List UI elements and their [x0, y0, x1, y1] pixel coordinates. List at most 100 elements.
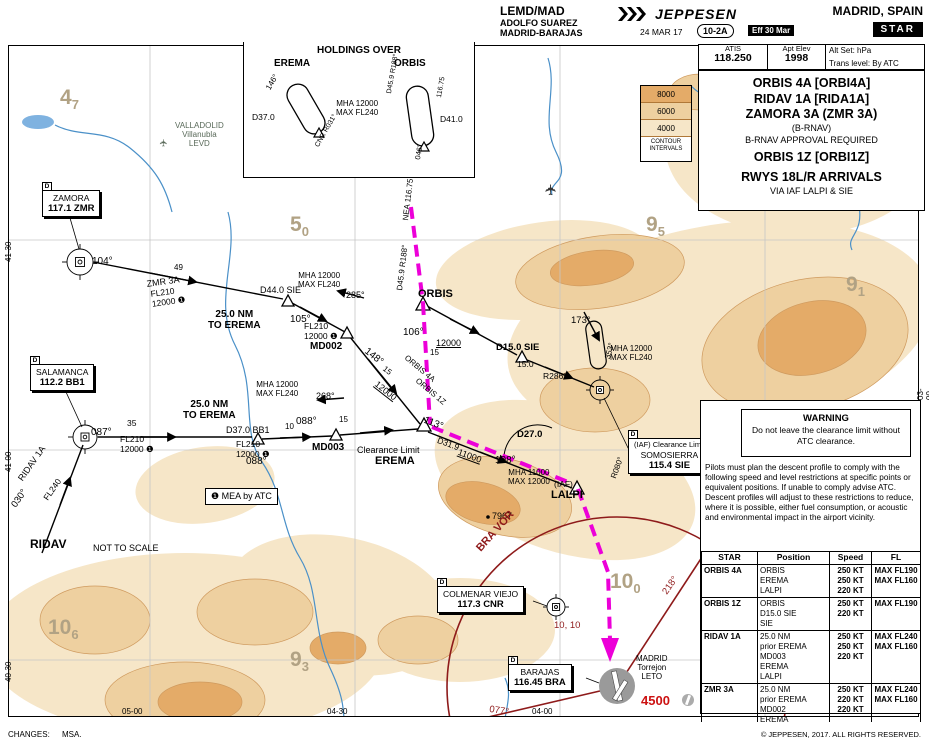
bearing-173: 173° — [571, 315, 591, 326]
chart-index: 10-2A — [697, 24, 734, 38]
note-not-to-scale: NOT TO SCALE — [93, 543, 159, 553]
airport-icao: LEMD/MAD — [500, 4, 565, 18]
grid-mora: 106 — [48, 616, 79, 643]
table-header-row: STAR Position Speed FL — [701, 551, 921, 565]
bearing-087: 087° — [91, 427, 112, 438]
effective-date-badge: Eff 30 Mar — [748, 25, 795, 36]
bearing-105: 105° — [290, 314, 311, 325]
distance-10: 10 — [285, 422, 294, 431]
holding-patterns — [286, 83, 435, 152]
col-fl: FL — [871, 551, 921, 565]
vor-zamora — [62, 244, 98, 280]
airport-info-bar: ATIS 118.250 Apt Elev 1998 Alt Set: hPa … — [698, 44, 925, 70]
mha-d44: MHA 12000 MAX FL240 — [298, 271, 341, 289]
fix-d44-sie: D44.0 SIE — [260, 285, 302, 295]
star-positions: ORBIS D15.0 SIE SIE — [757, 597, 830, 631]
star-positions: ORBIS EREMA LALPI — [757, 564, 830, 598]
bearing-268: 268° — [316, 391, 335, 401]
airport-torrejon-symbol — [682, 694, 694, 706]
changes-value: MSA. — [62, 730, 82, 739]
copyright: © JEPPESEN, 2017. ALL RIGHTS RESERVED. — [760, 730, 921, 739]
col-position: Position — [757, 551, 830, 565]
distance-15-b: 15 — [339, 415, 348, 424]
grid-mora: 95 — [646, 213, 665, 240]
radial-286: R286° — [543, 371, 567, 381]
holdings-box: HOLDINGS OVER EREMA ORBIS 146° D37.0 MHA… — [243, 40, 475, 178]
navaid-freq: 117.3 CNR — [457, 599, 504, 611]
star-levels: MAX FL190 — [871, 597, 921, 631]
trans-level: Trans level: By ATC — [829, 58, 899, 68]
distance-15-0: 15.0 — [517, 359, 534, 369]
restrictions-panel: WARNING Do not leave the clearance limit… — [700, 400, 921, 737]
spot-elevation: 7967 — [492, 511, 513, 521]
star-levels: MAX FL240 MAX FL160 — [871, 630, 921, 684]
distance-35: 35 — [127, 418, 137, 428]
navaid-name: SALAMANCA — [36, 367, 89, 377]
fix-triangles — [250, 293, 586, 495]
navaid-box-somosierra: D (IAF) Clearance Limit SOMOSIERRA 115.4… — [628, 430, 711, 475]
procedure-note: (B-RNAV) — [791, 122, 832, 133]
mha-d37: MHA 12000 MAX FL240 — [256, 380, 299, 398]
star-speeds: 250 KT 250 KT 220 KT — [829, 564, 872, 598]
alt-set-cell: Alt Set: hPa Trans level: By ATC — [826, 44, 925, 70]
contour-caption: CONTOUR INTERVALS — [649, 139, 683, 153]
atis-cell: ATIS 118.250 — [698, 44, 768, 70]
alt-set: Alt Set: hPa — [829, 46, 872, 55]
apt-elev-value: 1998 — [784, 52, 809, 65]
altitude-4500: 4500 — [641, 693, 670, 708]
chart-date: 24 MAR 17 — [640, 27, 683, 37]
navaid-name: BARAJAS — [520, 667, 560, 677]
fix-orbis: ORBIS — [418, 288, 453, 300]
via-note: VIA IAF LALPI & SIE — [769, 185, 854, 196]
altitude-fl210-b: FL210 12000 ❶ — [304, 321, 338, 341]
grid-mora: 91 — [846, 273, 865, 300]
procedure-note: B-RNAV APPROVAL REQUIRED — [745, 134, 878, 145]
holding-erema-dme: D37.0 — [252, 112, 275, 122]
holdings-mha: MHA 12000 MAX FL240 — [336, 99, 379, 118]
mea-note-box: ❶ MEA by ATC — [205, 488, 278, 505]
contour-8000: 8000 — [641, 86, 691, 103]
lon-label: 05-00 — [122, 707, 143, 716]
navaid-box-colmenar: D COLMENAR VIEJO 117.3 CNR — [437, 578, 525, 614]
altitude-12000-a: 12000 — [436, 338, 462, 348]
descent-profile-note: Pilots must plan the descent profile to … — [705, 463, 914, 522]
warning-text: Do not leave the clearance limit without… — [752, 425, 900, 446]
note-25nm-to-erema-north: 25.0 NM TO EREMA — [208, 309, 261, 332]
navaid-box-salamanca: D SALAMANCA 112.2 BB1 — [30, 356, 95, 392]
sie-holding-pattern — [585, 320, 607, 370]
procedure-name: ORBIS 4A [ORBI4A] — [752, 76, 871, 90]
chart-footer: CHANGES: MSA. © JEPPESEN, 2017. ALL RIGH… — [0, 722, 929, 743]
star-positions: 25.0 NM prior EREMA MD003 EREMA LALPI — [757, 630, 830, 684]
navaid-note: (IAF) Clearance Limit — [634, 440, 705, 449]
chart-header: LEMD/MAD ADOLFO SUAREZ MADRID-BARAJAS JE… — [0, 0, 929, 42]
distance-49: 49 — [174, 263, 183, 272]
navaid-freq: 117.1 ZMR — [48, 203, 95, 215]
procedure-name: RIDAV 1A [RIDA1A] — [753, 91, 870, 106]
speed-level-table: STAR Position Speed FL ORBIS 4A ORBIS ER… — [701, 551, 921, 737]
lon-label: 04-00 — [532, 707, 553, 716]
changes-label: CHANGES: — [8, 730, 50, 739]
jeppesen-logo-icon — [618, 7, 654, 26]
spot-elevation-dot — [486, 515, 490, 519]
fix-md003: MD003 — [312, 442, 345, 453]
airport-torrejon-label: MADRID Torrejon LETO — [636, 654, 668, 681]
col-speed: Speed — [829, 551, 872, 565]
fix-d15-sie: D15.0 SIE — [496, 342, 540, 353]
note-25nm-to-erema-south: 25.0 NM TO EREMA — [183, 399, 236, 422]
holding-erema-name: EREMA — [274, 58, 311, 69]
mha-lalpi: MHA 11000 MAX 12000 — [508, 468, 550, 486]
airplane-icon: ✈ — [543, 183, 560, 196]
vor-colmenar — [543, 594, 569, 620]
dme-tag: D — [628, 430, 638, 439]
atis-label: ATIS — [724, 44, 742, 53]
grid-mora: 47 — [60, 86, 79, 113]
star-speeds: 250 KT 250 KT 220 KT — [829, 630, 872, 684]
holding-orbis-dme: D41.0 — [440, 114, 463, 124]
brand-name: JEPPESEN — [655, 6, 737, 22]
procedure-title-box: ORBIS 4A [ORBI4A] RIDAV 1A [RIDA1A] ZAMO… — [698, 70, 925, 211]
altitude-fl210-d: FL210 12000 ❶ — [236, 439, 270, 459]
holdings-title: HOLDINGS OVER — [317, 45, 401, 56]
dme-tag: D — [42, 182, 52, 191]
star-name: ORBIS 1Z — [701, 597, 758, 631]
airport-barajas-symbol — [599, 668, 635, 704]
